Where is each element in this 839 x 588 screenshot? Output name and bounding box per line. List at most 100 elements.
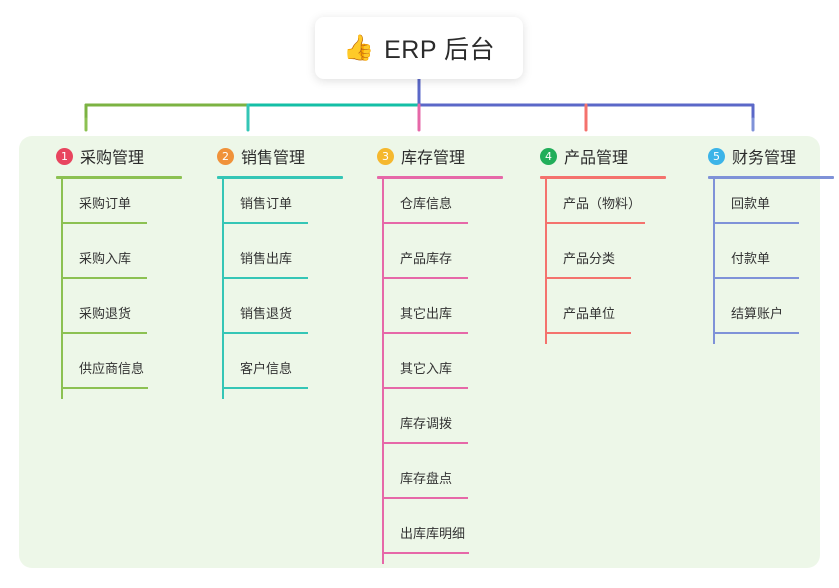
leaf-node-label: 库存盘点 — [400, 471, 453, 486]
leaf-underline — [545, 277, 631, 279]
leaf-node[interactable]: 产品库存 — [382, 234, 519, 289]
branch-title: 财务管理 — [732, 150, 797, 167]
leaf-underline — [382, 332, 468, 334]
branch-header-5[interactable]: 5 财务管理 — [690, 136, 839, 176]
leaf-node-label: 销售退货 — [240, 306, 293, 321]
leaf-underline — [545, 332, 631, 334]
leaf-underline — [222, 332, 308, 334]
leaf-node-label: 付款单 — [731, 251, 771, 266]
leaf-node-label: 采购订单 — [79, 196, 132, 211]
diagram-background-panel — [19, 136, 820, 568]
leaf-node-label: 其它出库 — [400, 306, 453, 321]
leaf-underline — [222, 222, 308, 224]
leaf-node[interactable]: 结算账户 — [713, 289, 839, 344]
leaf-node-label: 产品单位 — [563, 306, 616, 321]
leaf-underline — [713, 332, 799, 334]
leaf-underline — [222, 277, 308, 279]
branch-header-3[interactable]: 3 库存管理 — [359, 136, 519, 176]
branch-leaf-list: 产品（物料） 产品分类产品单位 — [545, 179, 682, 344]
leaf-node-label: 产品分类 — [563, 251, 616, 266]
leaf-node-label: 采购入库 — [79, 251, 132, 266]
leaf-node-label: 库存调拨 — [400, 416, 453, 431]
branch-index-badge: 5 — [708, 147, 725, 165]
branch-index-badge: 2 — [217, 147, 234, 165]
leaf-underline — [382, 277, 468, 279]
leaf-node-label: 出库库明细 — [400, 526, 466, 541]
leaf-node[interactable]: 库存调拨 — [382, 399, 519, 454]
leaf-node[interactable]: 采购订单 — [61, 179, 198, 234]
leaf-underline — [382, 442, 468, 444]
branch-leaf-list: 采购订单采购入库采购退货供应商信息 — [61, 179, 198, 399]
branch-underline — [540, 176, 666, 179]
branch-title: 销售管理 — [241, 150, 306, 167]
leaf-node[interactable]: 产品（物料） — [545, 179, 682, 234]
leaf-node[interactable]: 仓库信息 — [382, 179, 519, 234]
leaf-underline — [61, 332, 147, 334]
branch-spine — [222, 179, 224, 399]
leaf-underline — [222, 387, 308, 389]
branch-header-1[interactable]: 1 采购管理 — [38, 136, 198, 176]
leaf-underline — [382, 497, 468, 499]
leaf-node-label: 客户信息 — [240, 361, 293, 376]
branch-column-4: 4 产品管理产品（物料） 产品分类产品单位 — [522, 136, 682, 344]
branch-spine — [713, 179, 715, 344]
leaf-node[interactable]: 销售订单 — [222, 179, 359, 234]
leaf-node[interactable]: 采购退货 — [61, 289, 198, 344]
branch-column-3: 3 库存管理仓库信息产品库存其它出库其它入库库存调拨库存盘点出库库明细 — [359, 136, 519, 564]
leaf-node[interactable]: 供应商信息 — [61, 344, 198, 399]
root-node[interactable]: 👍 ERP 后台 — [315, 17, 523, 79]
leaf-underline — [382, 222, 468, 224]
branch-title: 库存管理 — [401, 150, 466, 167]
branch-underline — [217, 176, 343, 179]
leaf-node-label: 供应商信息 — [79, 361, 145, 376]
leaf-node[interactable]: 付款单 — [713, 234, 839, 289]
leaf-node[interactable]: 销售出库 — [222, 234, 359, 289]
connector-lines — [84, 70, 755, 132]
leaf-node-label: 销售订单 — [240, 196, 293, 211]
branch-spine — [382, 179, 384, 564]
branch-leaf-list: 回款单付款单结算账户 — [713, 179, 839, 344]
root-node-label: ERP 后台 — [384, 36, 496, 64]
leaf-node[interactable]: 库存盘点 — [382, 454, 519, 509]
leaf-node[interactable]: 销售退货 — [222, 289, 359, 344]
branch-index-badge: 1 — [56, 147, 73, 165]
leaf-underline — [545, 222, 645, 224]
branch-leaf-list: 仓库信息产品库存其它出库其它入库库存调拨库存盘点出库库明细 — [382, 179, 519, 564]
thumbs-up-icon: 👍 — [342, 33, 375, 62]
branch-index-badge: 4 — [540, 147, 557, 165]
branch-header-4[interactable]: 4 产品管理 — [522, 136, 682, 176]
branch-underline — [56, 176, 182, 179]
leaf-underline — [713, 277, 799, 279]
leaf-node-label: 回款单 — [731, 196, 771, 211]
leaf-node-label: 其它入库 — [400, 361, 453, 376]
branch-title: 产品管理 — [564, 150, 629, 167]
leaf-node[interactable]: 回款单 — [713, 179, 839, 234]
leaf-node[interactable]: 产品单位 — [545, 289, 682, 344]
leaf-underline — [713, 222, 799, 224]
leaf-node-label: 采购退货 — [79, 306, 132, 321]
branch-title: 采购管理 — [80, 150, 145, 167]
leaf-underline — [382, 387, 468, 389]
branch-columns: 1 采购管理采购订单采购入库采购退货供应商信息 2 销售管理销售订单销售出库销售退货客… — [19, 136, 834, 568]
leaf-node-label: 产品（物料） — [563, 196, 642, 211]
leaf-underline — [61, 277, 147, 279]
leaf-underline — [382, 552, 469, 554]
branch-underline — [377, 176, 503, 179]
branch-underline — [708, 176, 834, 179]
leaf-node[interactable]: 客户信息 — [222, 344, 359, 399]
leaf-underline — [61, 222, 147, 224]
branch-spine — [545, 179, 547, 344]
leaf-node[interactable]: 产品分类 — [545, 234, 682, 289]
leaf-node[interactable]: 其它出库 — [382, 289, 519, 344]
branch-leaf-list: 销售订单销售出库销售退货客户信息 — [222, 179, 359, 399]
branch-index-badge: 3 — [377, 147, 394, 165]
leaf-node[interactable]: 采购入库 — [61, 234, 198, 289]
leaf-node[interactable]: 出库库明细 — [382, 509, 519, 564]
leaf-node-label: 结算账户 — [731, 306, 784, 321]
leaf-node[interactable]: 其它入库 — [382, 344, 519, 399]
leaf-underline — [61, 387, 148, 389]
branch-header-2[interactable]: 2 销售管理 — [199, 136, 359, 176]
leaf-node-label: 仓库信息 — [400, 196, 453, 211]
branch-column-2: 2 销售管理销售订单销售出库销售退货客户信息 — [199, 136, 359, 399]
branch-column-5: 5 财务管理回款单付款单结算账户 — [690, 136, 839, 344]
